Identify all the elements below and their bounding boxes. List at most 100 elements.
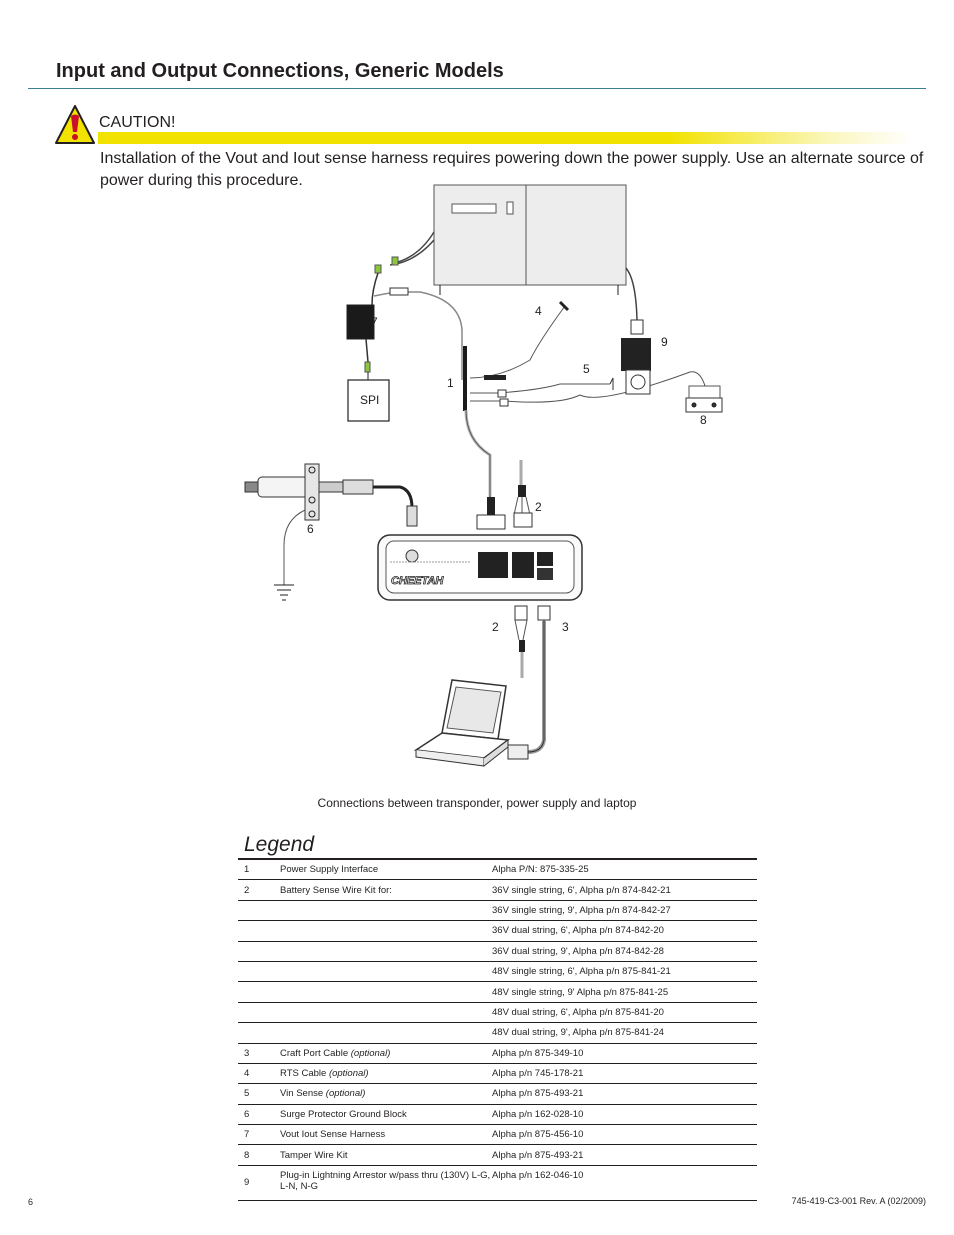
legend-item-number bbox=[238, 940, 280, 962]
legend-item-number: 9 bbox=[238, 1164, 280, 1201]
legend-item-description bbox=[280, 920, 492, 942]
svg-text:9: 9 bbox=[661, 335, 668, 349]
svg-text:2: 2 bbox=[492, 620, 499, 634]
legend-desc-note: (optional) bbox=[350, 1047, 391, 1059]
legend-item-description bbox=[280, 940, 492, 962]
legend-item-part-number: Alpha p/n 875-493-21 bbox=[492, 1144, 757, 1166]
legend-item-part-number: 48V dual string, 6', Alpha p/n 875-841-2… bbox=[492, 1001, 757, 1023]
legend-row: 48V dual string, 9', Alpha p/n 875-841-2… bbox=[238, 1022, 757, 1044]
laptop bbox=[413, 679, 529, 767]
legend-item-part-number: Alpha p/n 875-493-21 bbox=[492, 1083, 757, 1105]
legend-desc-text: Craft Port Cable bbox=[280, 1047, 351, 1059]
legend-item-description: Plug-in Lightning Arrestor w/pass thru (… bbox=[280, 1164, 492, 1201]
legend-item-description: Battery Sense Wire Kit for: bbox=[280, 879, 492, 901]
legend-item-description bbox=[280, 981, 492, 1003]
legend-item-description bbox=[280, 899, 492, 921]
legend-item-part-number: 48V dual string, 9', Alpha p/n 875-841-2… bbox=[492, 1022, 757, 1044]
legend-item-number bbox=[238, 1001, 280, 1023]
legend-item-part-number: 48V single string, 9' Alpha p/n 875-841-… bbox=[492, 981, 757, 1003]
legend-item-part-number: 36V dual string, 6', Alpha p/n 874-842-2… bbox=[492, 920, 757, 942]
legend-item-number: 8 bbox=[238, 1144, 280, 1166]
document-reference: 745-419-C3-001 Rev. A (02/2009) bbox=[791, 1196, 926, 1206]
legend-item-number: 3 bbox=[238, 1042, 280, 1064]
legend-item-number bbox=[238, 899, 280, 921]
legend-desc-text: RTS Cable bbox=[280, 1068, 329, 1080]
cheetah-logo-text: CHEETAH bbox=[391, 575, 444, 587]
caution-bar bbox=[98, 132, 913, 144]
legend-desc-note: (optional) bbox=[325, 1088, 366, 1100]
legend-desc-text: Surge Protector Ground Block bbox=[280, 1108, 407, 1120]
spi-label: SPI bbox=[360, 393, 379, 407]
legend-desc-text: Tamper Wire Kit bbox=[280, 1149, 348, 1161]
legend-item-number bbox=[238, 920, 280, 942]
legend-row: 48V single string, 9' Alpha p/n 875-841-… bbox=[238, 981, 757, 1003]
diagram-caption: Connections between transponder, power s… bbox=[317, 796, 637, 810]
legend-item-description: Craft Port Cable (optional) bbox=[280, 1042, 492, 1064]
legend-item-number: 1 bbox=[238, 858, 280, 880]
svg-text:3: 3 bbox=[562, 620, 569, 634]
legend-row: 48V single string, 6', Alpha p/n 875-841… bbox=[238, 960, 757, 982]
legend-item-description bbox=[280, 960, 492, 982]
legend-row: 36V dual string, 6', Alpha p/n 874-842-2… bbox=[238, 920, 757, 942]
legend-item-number: 4 bbox=[238, 1062, 280, 1084]
svg-text:6: 6 bbox=[307, 522, 314, 536]
lightning-arrestor bbox=[621, 319, 651, 395]
legend-item-number bbox=[238, 960, 280, 982]
legend-desc-text: Vin Sense bbox=[280, 1088, 326, 1100]
legend-item-part-number: 36V dual string, 9', Alpha p/n 874-842-2… bbox=[492, 940, 757, 962]
svg-text:7: 7 bbox=[371, 315, 378, 329]
legend-item-number: 7 bbox=[238, 1124, 280, 1145]
legend-desc-text: Power Supply Interface bbox=[280, 864, 379, 876]
spi-box bbox=[347, 379, 390, 422]
page-number: 6 bbox=[28, 1197, 34, 1207]
legend-item-description: Vout Iout Sense Harness bbox=[280, 1124, 492, 1145]
legend-item-part-number: Alpha p/n 875-456-10 bbox=[492, 1124, 757, 1145]
legend-item-part-number: Alpha p/n 162-028-10 bbox=[492, 1103, 757, 1125]
legend-item-number bbox=[238, 981, 280, 1003]
legend-row: 48V dual string, 6', Alpha p/n 875-841-2… bbox=[238, 1001, 757, 1023]
vout-iout-sense-harness bbox=[346, 304, 375, 380]
legend-item-description: Surge Protector Ground Block bbox=[280, 1103, 492, 1125]
legend-item-part-number: 36V single string, 6', Alpha p/n 874-842… bbox=[492, 879, 757, 901]
svg-text:2: 2 bbox=[535, 500, 542, 514]
legend-item-description: RTS Cable (optional) bbox=[280, 1062, 492, 1084]
legend-item-part-number: Alpha P/N: 875-335-25 bbox=[492, 858, 757, 880]
legend-row: 36V dual string, 9', Alpha p/n 874-842-2… bbox=[238, 940, 757, 962]
legend-item-part-number: 36V single string, 9', Alpha p/n 874-842… bbox=[492, 899, 757, 921]
power-supply-cabinet bbox=[433, 184, 627, 295]
svg-text:8: 8 bbox=[700, 413, 707, 427]
legend-item-number: 6 bbox=[238, 1103, 280, 1125]
page-title: Input and Output Connections, Generic Mo… bbox=[56, 60, 504, 82]
legend-item-part-number: Alpha p/n 162-046-10 bbox=[492, 1164, 757, 1201]
legend-item-description bbox=[280, 1001, 492, 1023]
legend-item-number bbox=[238, 1022, 280, 1044]
legend-item-description: Power Supply Interface bbox=[280, 858, 492, 880]
legend-item-number: 2 bbox=[238, 879, 280, 901]
legend-item-description bbox=[280, 1022, 492, 1044]
caution-text: Installation of the Vout and Iout sense … bbox=[100, 150, 924, 189]
legend-item-description: Vin Sense (optional) bbox=[280, 1083, 492, 1105]
tamper-switch bbox=[685, 385, 723, 413]
svg-text:1: 1 bbox=[447, 376, 454, 390]
legend-title: Legend bbox=[244, 833, 315, 856]
legend-item-description: Tamper Wire Kit bbox=[280, 1144, 492, 1166]
connection-diagram: 7 4 9 5 1 8 2 6 2 3 SPI CHEETAH bbox=[244, 184, 723, 767]
svg-text:4: 4 bbox=[535, 304, 542, 318]
legend-desc-text: Battery Sense Wire Kit for: bbox=[280, 884, 392, 896]
legend-item-part-number: 48V single string, 6', Alpha p/n 875-841… bbox=[492, 960, 757, 982]
title-rule bbox=[28, 88, 926, 89]
power-supply-interface bbox=[463, 346, 467, 411]
legend-item-number: 5 bbox=[238, 1083, 280, 1105]
svg-text:5: 5 bbox=[583, 362, 590, 376]
legend-item-part-number: Alpha p/n 875-349-10 bbox=[492, 1042, 757, 1064]
legend-desc-text: Vout Iout Sense Harness bbox=[280, 1129, 386, 1141]
